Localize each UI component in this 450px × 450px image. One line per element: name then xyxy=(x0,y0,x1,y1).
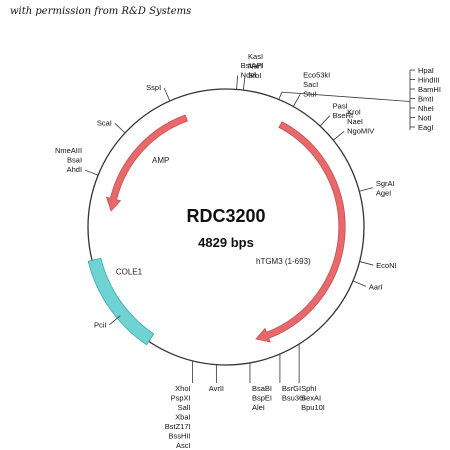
site-label-bsrgi: BsrGI xyxy=(282,384,301,393)
site-label-sgrai: SgrAI xyxy=(376,179,395,188)
site-tick xyxy=(163,87,171,102)
site-label-bseri: BseRI xyxy=(333,111,353,120)
sites-layer: BstAPINdeIKasINarISfoIEco53kISacIStuIPas… xyxy=(55,52,441,450)
feature-label-cole1: COLE1 xyxy=(116,267,143,276)
site-label-econi: EcoNI xyxy=(376,261,396,270)
site-label-bpu10i: Bpu10I xyxy=(301,403,325,412)
site-tick xyxy=(84,169,99,176)
feature-htgm3-1-693 xyxy=(255,121,346,343)
site-group-sspi: SspI xyxy=(146,83,171,102)
site-label-nmeaiii: NmeAIII xyxy=(55,146,82,155)
feature-label-amp: AMP xyxy=(152,156,169,165)
site-label-eagi: EagI xyxy=(418,123,433,132)
site-label-pspxi: PspXI xyxy=(171,394,191,403)
backbone-circle xyxy=(87,88,365,366)
feature-amp xyxy=(105,114,188,212)
site-label-noti: NotI xyxy=(418,114,432,123)
site-label-bsai: BsaI xyxy=(67,156,82,165)
credit-line: with permission from R&D Systems xyxy=(10,6,192,17)
plasmid-name: RDC3200 xyxy=(186,206,265,226)
site-tick xyxy=(242,76,246,91)
site-label-scai: ScaI xyxy=(97,118,112,127)
site-tick xyxy=(236,75,239,90)
site-label-bstz17i: BstZ17I xyxy=(165,422,191,431)
site-group-econi: EcoNI xyxy=(359,261,397,270)
site-label-bamhi: BamHI xyxy=(418,85,441,94)
site-label-bsu36i: Bsu36I xyxy=(282,394,305,403)
site-label-eco53ki: Eco53kI xyxy=(303,70,330,79)
site-tick xyxy=(109,315,121,326)
site-label-bsabi: BsaBI xyxy=(252,384,272,393)
site-label-bspei: BspEI xyxy=(252,394,272,403)
site-label-asci: AscI xyxy=(176,441,191,450)
site-label-sfoi: SfoI xyxy=(248,71,261,80)
site-label-alei: AleI xyxy=(252,403,265,412)
site-label-kroi: KroI xyxy=(347,107,361,116)
site-tick xyxy=(359,187,373,192)
site-label-bmti: BmtI xyxy=(418,95,433,104)
site-label-sphi: SphI xyxy=(301,384,316,393)
site-label-hpai: HpaI xyxy=(418,66,434,75)
site-label-ndei: NdeI xyxy=(241,70,257,79)
site-label-pasi: PasI xyxy=(333,101,348,110)
site-tick xyxy=(352,280,367,287)
site-label-ngomiv: NgoMIV xyxy=(347,126,374,135)
site-label-naei: NaeI xyxy=(347,117,363,126)
feature-label-htgm3-1-693: hTGM3 (1-693) xyxy=(256,257,311,266)
site-label-nari: NarI xyxy=(248,62,262,71)
site-group-xhoi: XhoIPspXISalIXbaIBstZ17IBssHIIAscIClaI xyxy=(165,360,194,450)
site-label-agei: AgeI xyxy=(376,188,391,197)
site-group-scai: ScaI xyxy=(97,118,126,134)
site-label-kasi: KasI xyxy=(248,52,263,61)
site-label-ahdi: AhdI xyxy=(67,165,82,174)
site-label-saci: SacI xyxy=(303,80,318,89)
site-label-hindiii: HindIII xyxy=(418,76,440,85)
site-label-sali: SalI xyxy=(178,403,191,412)
mcs-leader xyxy=(281,91,411,102)
site-tick xyxy=(319,115,330,127)
site-tick xyxy=(332,131,345,141)
site-group-pcii: PciI xyxy=(94,315,121,330)
site-group-avrii: AvrII xyxy=(209,364,224,393)
site-label-xhoi: XhoI xyxy=(175,384,190,393)
site-label-avrii: AvrII xyxy=(209,384,224,393)
site-group-aari: AarI xyxy=(352,280,383,291)
features-layer: hTGM3 (1-693) AMP COLE1 xyxy=(87,114,346,346)
site-label-bstapi: BstAPI xyxy=(241,61,264,70)
site-label-nhei: NheI xyxy=(418,104,434,113)
plasmid-size: 4829 bps xyxy=(198,235,254,250)
site-label-xbai: XbaI xyxy=(175,413,190,422)
site-label-sspi: SspI xyxy=(146,83,161,92)
site-label-aari: AarI xyxy=(369,282,383,291)
site-label-pcii: PciI xyxy=(94,321,107,330)
site-tick xyxy=(114,123,126,134)
site-tick xyxy=(292,94,301,107)
site-label-bsshii: BssHII xyxy=(169,432,191,441)
mcs-tick xyxy=(278,91,283,100)
site-group-eco53ki: Eco53kISacIStuI xyxy=(292,70,330,107)
site-tick xyxy=(359,261,374,266)
site-label-sexai: SexAI xyxy=(301,394,321,403)
feature-cole1 xyxy=(87,257,155,346)
